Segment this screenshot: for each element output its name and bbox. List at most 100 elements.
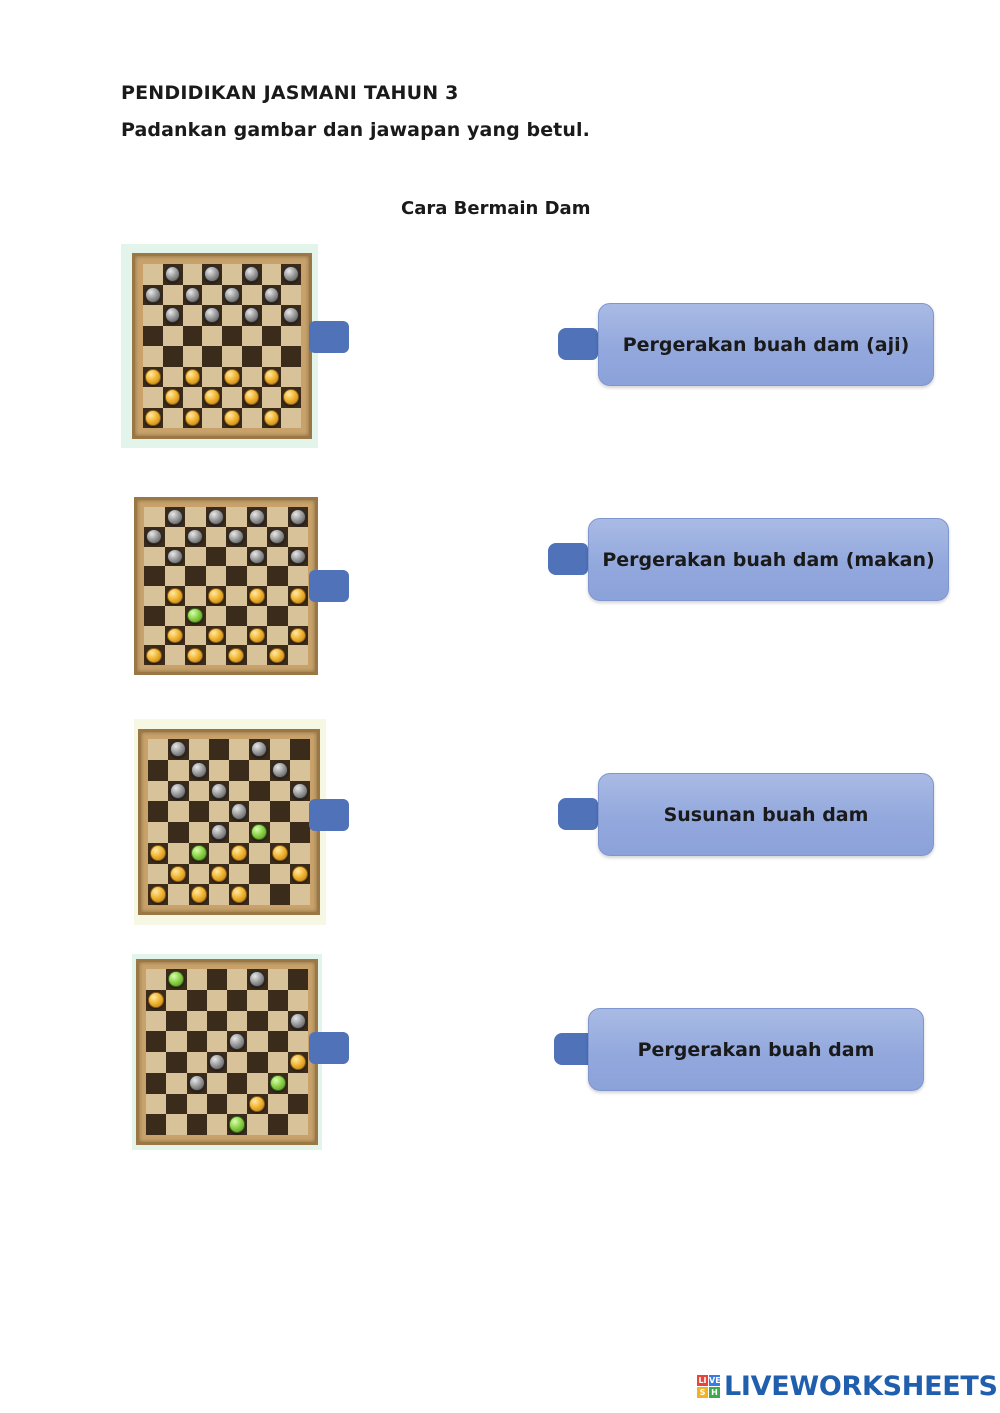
board-cell — [222, 387, 242, 408]
board-cell — [186, 1072, 207, 1094]
checkers-piece — [207, 627, 224, 644]
board-cell — [186, 1052, 207, 1073]
checkers-piece — [190, 886, 207, 903]
answer-box-1[interactable]: Pergerakan buah dam (aji) — [598, 303, 934, 386]
board-cell — [202, 407, 222, 428]
checkers-piece — [146, 529, 163, 545]
board-cell — [269, 739, 290, 760]
board-cell — [249, 759, 270, 781]
board-cell — [182, 366, 203, 387]
board-cell — [182, 325, 203, 346]
checkers-grid-2 — [144, 507, 308, 665]
checkers-piece — [164, 266, 181, 283]
checkers-piece — [224, 286, 240, 303]
checkers-piece — [229, 1116, 245, 1133]
board-cell — [186, 1010, 207, 1032]
board-cell — [182, 305, 203, 326]
board-cell — [226, 566, 247, 586]
board-cell — [206, 1072, 227, 1094]
checkers-piece — [291, 865, 308, 882]
board-cell — [267, 1072, 288, 1094]
board-cell — [267, 625, 288, 646]
board-cell — [148, 780, 169, 802]
board-cell — [267, 1093, 288, 1115]
board-cell — [206, 1114, 227, 1135]
answer-box-4[interactable]: Pergerakan buah dam — [588, 1008, 924, 1091]
board-cell — [168, 863, 189, 885]
board-cell — [222, 407, 242, 428]
board-cell — [261, 346, 282, 367]
answer-box-3[interactable]: Susunan buah dam — [598, 773, 934, 856]
mark-cell-li: LI — [697, 1375, 708, 1386]
board-cell — [222, 346, 242, 367]
checkers-piece — [269, 1074, 286, 1092]
board-cell — [202, 284, 222, 305]
checkers-piece — [289, 1054, 306, 1071]
board-cell — [162, 264, 183, 285]
board-cell — [246, 546, 267, 567]
drop-tab-image-1[interactable] — [309, 321, 349, 353]
checkers-piece — [187, 608, 204, 624]
board-cell — [226, 546, 247, 567]
checkers-piece — [207, 588, 224, 604]
board-cell — [269, 842, 290, 864]
board-cell — [162, 366, 183, 387]
drop-tab-image-3[interactable] — [309, 799, 349, 831]
board-cell — [208, 842, 229, 864]
checkers-piece — [228, 529, 245, 545]
drop-tab-answer-1[interactable] — [558, 328, 598, 360]
board-cell — [222, 325, 242, 346]
board-cell — [267, 969, 288, 990]
checkers-piece — [168, 971, 185, 988]
checkers-piece — [210, 824, 227, 841]
board-cell — [287, 586, 308, 606]
drop-tab-answer-3[interactable] — [558, 798, 598, 830]
board-cell — [229, 801, 250, 822]
board-cell — [206, 1093, 227, 1115]
drop-tab-answer-2[interactable] — [548, 543, 588, 575]
image-item-3 — [134, 719, 326, 925]
board-cell — [168, 759, 189, 781]
checkers-piece — [243, 307, 260, 324]
checkers-piece — [187, 647, 204, 663]
liveworksheets-logo: LI VE S H LIVEWORKSHEETS — [697, 1371, 998, 1402]
board-cell — [269, 863, 290, 885]
checkers-piece — [289, 509, 306, 525]
checkers-piece — [190, 761, 207, 779]
checkers-piece — [170, 865, 187, 882]
board-cell — [143, 366, 163, 387]
board-cell — [247, 989, 268, 1011]
board-cell — [182, 284, 203, 305]
mark-cell-ve: VE — [709, 1375, 721, 1386]
board-cell — [148, 842, 169, 864]
drop-tab-image-4[interactable] — [309, 1032, 349, 1064]
board-cell — [186, 989, 207, 1011]
board-cell — [281, 264, 301, 285]
board-cell — [261, 284, 282, 305]
board-cell — [247, 1072, 268, 1094]
board-cell — [247, 1010, 268, 1032]
board-cell — [287, 989, 308, 1011]
answer-box-2[interactable]: Pergerakan buah dam (makan) — [588, 518, 949, 601]
board-cell — [267, 586, 288, 606]
board-cell — [249, 739, 270, 760]
checkers-piece — [150, 844, 166, 862]
board-cell — [226, 625, 247, 646]
mark-cell-h: H — [709, 1387, 720, 1398]
board-cell — [227, 1052, 248, 1073]
board-cell — [222, 264, 242, 285]
board-cell — [287, 507, 308, 527]
checkers-piece — [187, 529, 204, 545]
board-cell — [143, 346, 163, 367]
board-cell — [287, 1114, 308, 1135]
drop-tab-answer-4[interactable] — [554, 1033, 594, 1065]
board-cell — [261, 387, 282, 408]
drop-tab-image-2[interactable] — [309, 570, 349, 602]
board-cell — [205, 645, 226, 665]
checkers-piece — [150, 886, 166, 903]
board-cell — [164, 625, 185, 646]
board-cell — [226, 507, 247, 527]
checkers-piece — [224, 368, 240, 385]
board-cell — [287, 566, 308, 586]
